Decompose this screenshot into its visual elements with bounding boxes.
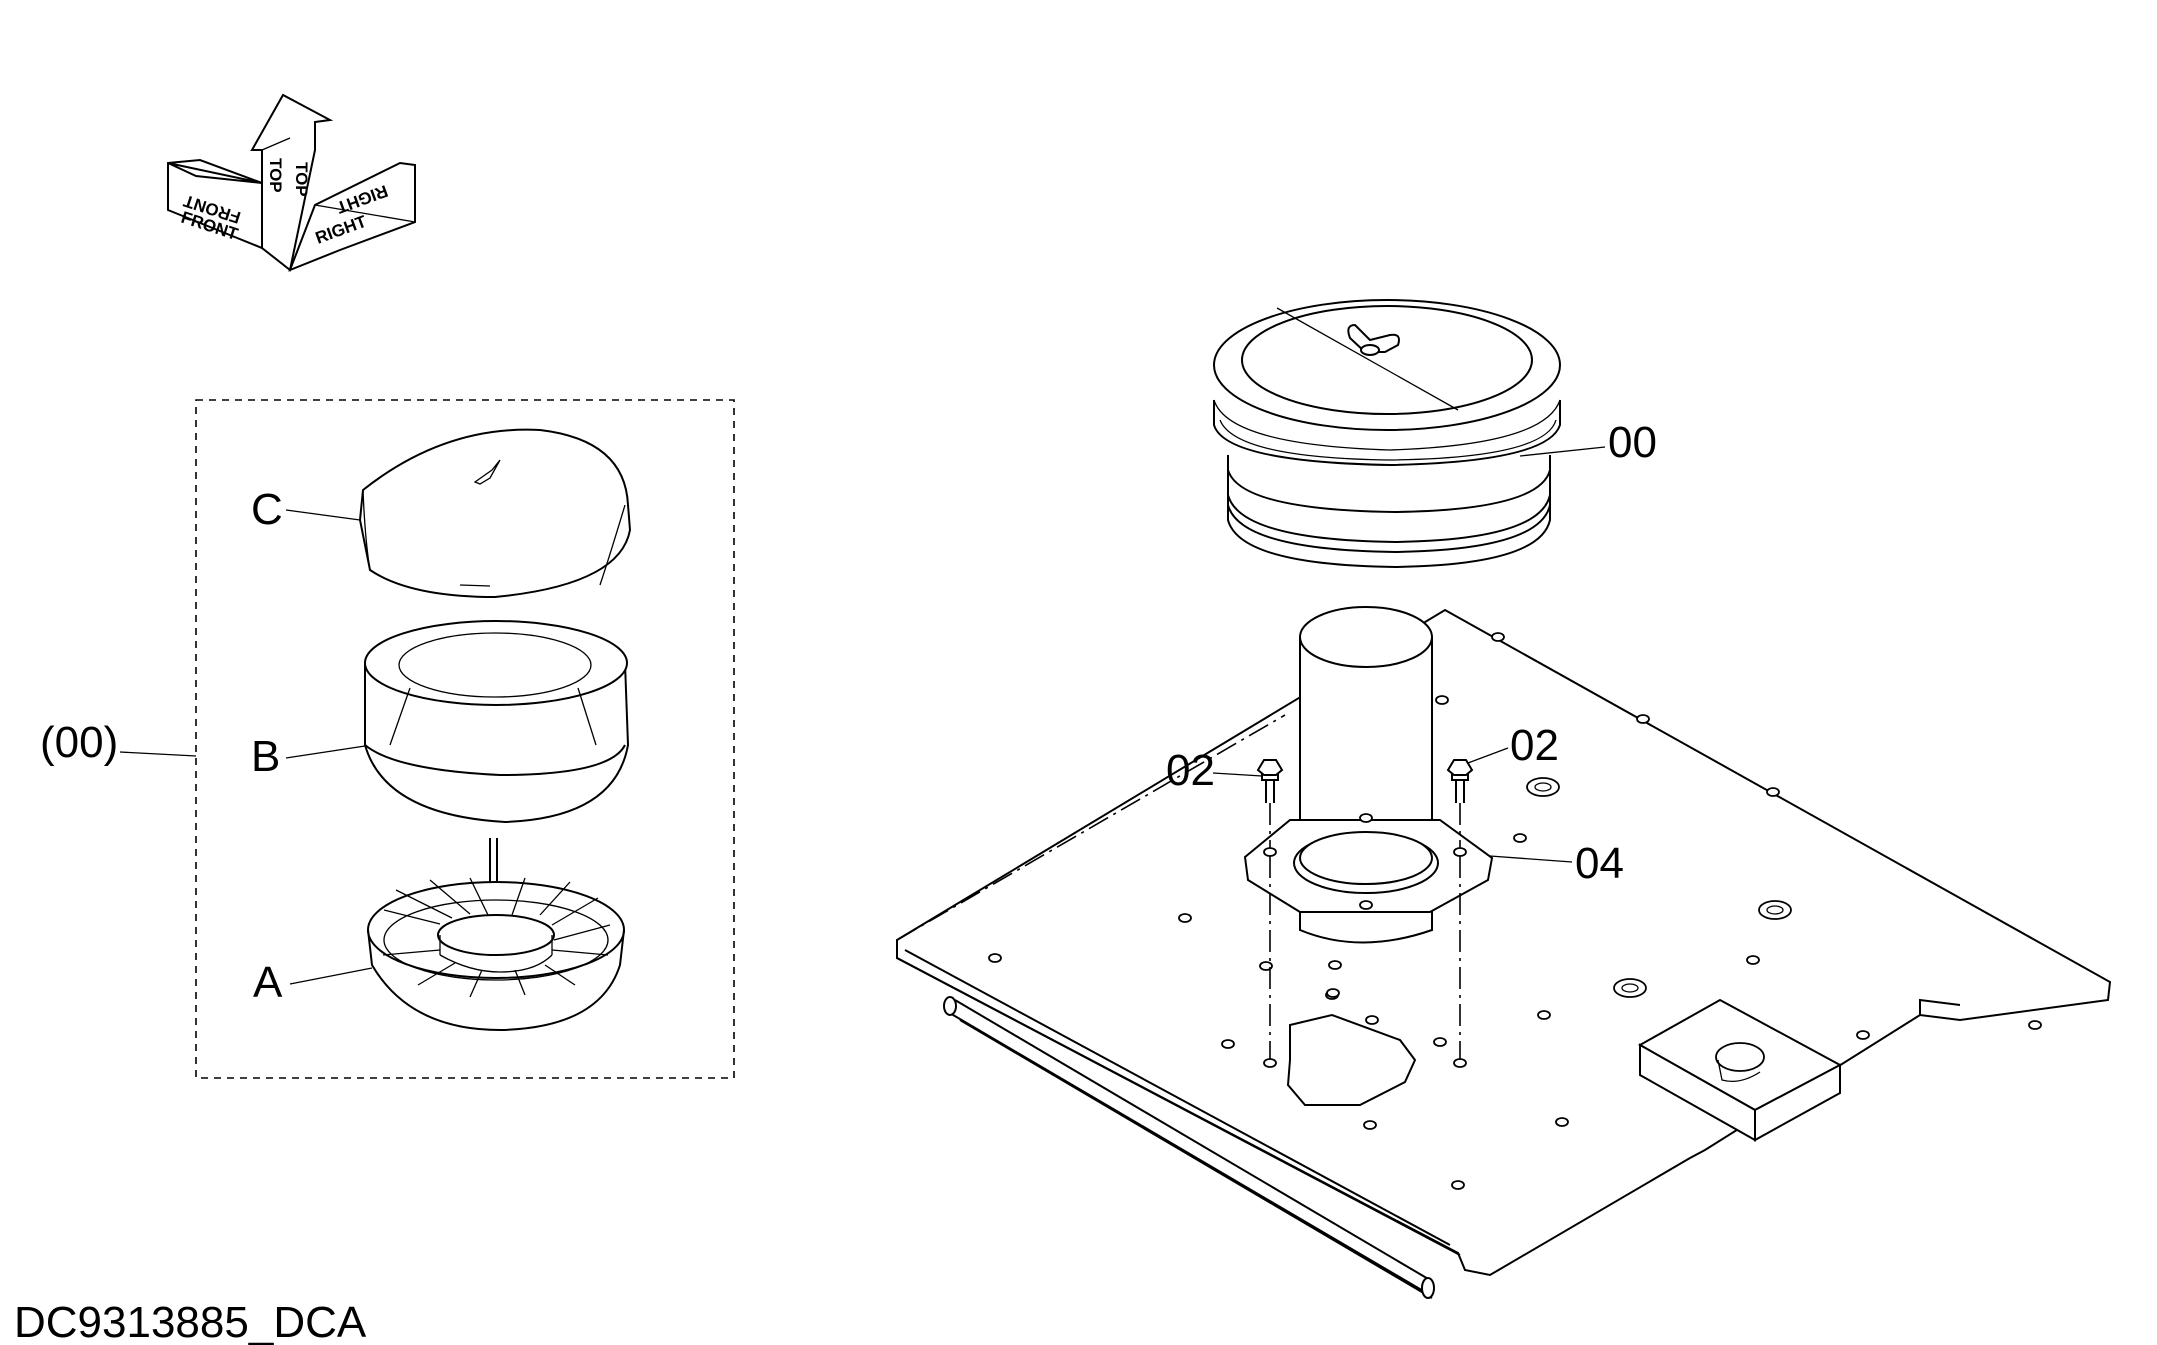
leader-c: [285, 509, 361, 521]
callout-02-right: 02: [1510, 721, 1559, 770]
projection-lines: [1263, 803, 1467, 1068]
top-label: TOP: [266, 158, 285, 193]
callout-c: C: [251, 485, 283, 534]
drawing-id: DC9313885_DCA: [14, 1298, 367, 1345]
leader-assembly: [119, 751, 197, 757]
top-label-mirror: TOP: [292, 162, 311, 197]
callout-04: 04: [1575, 839, 1624, 888]
plate-holes: [988, 632, 2042, 1190]
raised-block: [1637, 998, 1843, 1142]
leader-b: [285, 745, 366, 759]
plate-edge-hidden: [896, 714, 1286, 941]
mounting-plate: [896, 608, 2112, 1299]
bolt-02-right: [1446, 759, 1474, 803]
outlet-tube: [1299, 606, 1433, 869]
adapter-flange-04: [1243, 813, 1494, 944]
callout-02-left: 02: [1166, 746, 1215, 795]
leader-a: [289, 967, 373, 985]
callout-b: B: [251, 732, 280, 781]
callout-00: 00: [1608, 418, 1657, 467]
air-cleaner-00: [1213, 299, 1561, 569]
right-arrow-edge: [314, 204, 416, 223]
housing-ring-b: [364, 620, 630, 824]
top-arrow-edge: [261, 137, 291, 151]
front-arrow-face: [167, 162, 263, 184]
exploded-assembly: (00) C B A: [40, 399, 735, 1079]
assembly-boundary: [195, 399, 735, 1079]
top-arrow: [250, 93, 334, 272]
callout-leaders: [1212, 446, 1606, 863]
vane-base-a: [367, 838, 625, 1032]
callout-assembly: (00): [40, 718, 118, 767]
plate-grommets: [1526, 777, 1792, 998]
orientation-compass: FRONT FRONT TOP TOP RIGHT RIGHT: [167, 93, 416, 272]
bolt-02-left: [1256, 759, 1284, 803]
cover-dome-c: [358, 428, 632, 599]
octagon-opening: [1286, 1013, 1417, 1106]
callout-a: A: [253, 958, 283, 1007]
